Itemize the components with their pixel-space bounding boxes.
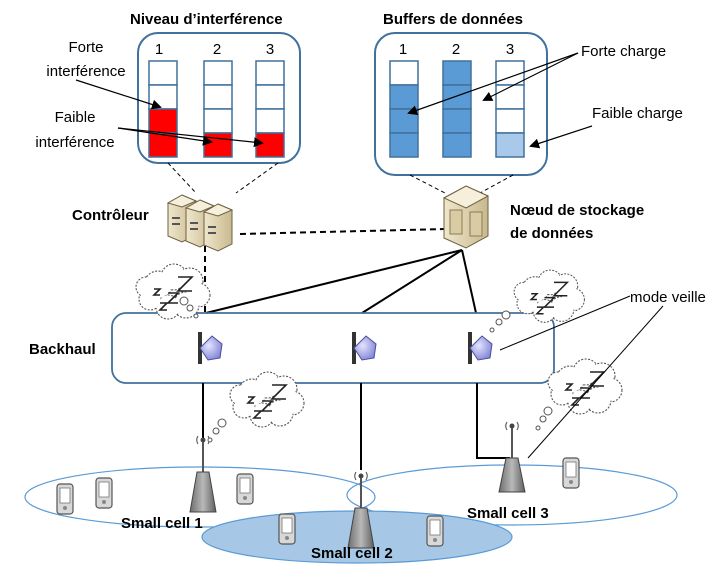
arrow-high-load-1 (407, 52, 579, 116)
label-high-load: Forte charge (581, 43, 666, 60)
user-devices (56, 457, 580, 547)
interference-col-label-3: 3 (266, 41, 274, 58)
interference-bar-2-cell-3 (203, 108, 233, 134)
sleep-cloud-icon (135, 263, 211, 320)
zoom-line-storage-right (479, 174, 514, 194)
backhaul-box (111, 312, 555, 384)
label-high-interference-line1: Forte (68, 39, 103, 56)
cell-1-coverage (24, 466, 376, 528)
interference-bar-2-cell-1 (203, 60, 233, 86)
buffer-panel: Buffers de données 1 2 3 (374, 11, 548, 176)
buffer-bar-3-cell-3 (495, 108, 525, 134)
buffer-bar-1-cell-4 (389, 132, 419, 158)
buffer-col-label-3: 3 (506, 41, 514, 58)
label-low-interference-line2: interférence (35, 134, 114, 151)
storage-link-1 (205, 249, 463, 314)
cell-3-tower-icon (498, 421, 526, 493)
storage-label-line2: de données (510, 225, 593, 242)
storage-node-icon (442, 185, 490, 249)
interference-panel-title: Niveau d’interférence (130, 11, 283, 28)
sleep-cloud-icon (207, 371, 305, 443)
phone-icon (56, 483, 74, 515)
buffer-col-label-1: 1 (399, 41, 407, 58)
storage-link-3 (461, 249, 477, 314)
zoom-line-storage-left (409, 174, 446, 194)
interference-bar-1-cell-3 (148, 108, 178, 134)
interference-col-label-2: 2 (213, 41, 221, 58)
interference-panel: Niveau d’interférence 1 2 3 (130, 11, 301, 164)
buffer-panel-title: Buffers de données (383, 11, 523, 28)
controller-label: Contrôleur (72, 207, 149, 224)
buffer-bar-1-cell-2 (389, 84, 419, 110)
phone-icon (95, 477, 113, 509)
phone-icon (562, 457, 580, 489)
cell-1-tower-icon (189, 435, 217, 513)
sleep-cloud-icon (535, 358, 623, 431)
interference-bars (148, 60, 285, 158)
buffer-bar-2-cell-2 (442, 84, 472, 110)
buffer-col-label-2: 2 (452, 41, 460, 58)
storage-link-2 (361, 249, 463, 314)
controller-servers-icon (166, 194, 234, 252)
interference-bar-2-cell-4 (203, 132, 233, 158)
interference-bar-3-cell-3 (255, 108, 285, 134)
label-high-interference-line2: interférence (46, 63, 125, 80)
buffer-bar-3-cell-1 (495, 60, 525, 86)
label-low-interference-line1: Faible (55, 109, 96, 126)
arrow-high-load-2 (482, 52, 579, 101)
zoom-line-controller-right (235, 162, 279, 194)
sleep-mode-pointer-2 (527, 305, 664, 459)
arrow-low-interference-3 (117, 127, 264, 148)
buffer-bars (389, 60, 525, 158)
buffer-bar-1-cell-3 (389, 108, 419, 134)
interference-bar-3-cell-1 (255, 60, 285, 86)
sleep-mode-label: mode veille (630, 289, 706, 306)
cell-1-label: Small cell 1 (121, 515, 203, 532)
buffer-bar-2-cell-4 (442, 132, 472, 158)
label-low-load: Faible charge (592, 105, 683, 122)
interference-col-label-1: 1 (155, 41, 163, 58)
cell-3-label: Small cell 3 (467, 505, 549, 522)
backhaul-node-1-icon (198, 332, 223, 364)
backhaul-node-3-icon (468, 332, 493, 364)
buffer-bar-3-cell-2 (495, 84, 525, 110)
interference-bar-3-cell-4 (255, 132, 285, 158)
cell-2-tower-icon (347, 471, 375, 549)
cell-2-label: Small cell 2 (311, 545, 393, 562)
interference-bar-1-cell-4 (148, 132, 178, 158)
interference-bar-2-cell-2 (203, 84, 233, 110)
controller-storage-link (239, 228, 447, 235)
cell-3-backhaul-link (476, 383, 510, 459)
interference-bar-3-cell-2 (255, 84, 285, 110)
arrow-low-load (529, 125, 593, 149)
backhaul-node-2-icon (352, 332, 377, 364)
arrow-high-interference (75, 79, 162, 110)
buffer-bar-1-cell-1 (389, 60, 419, 86)
sleep-cloud-icon (489, 269, 585, 333)
buffer-bar-3-cell-4 (495, 132, 525, 158)
phone-icon (426, 515, 444, 547)
sleep-mode-pointer-1 (499, 295, 631, 351)
sleep-clouds (135, 263, 623, 443)
phone-icon (236, 473, 254, 505)
backhaul-label: Backhaul (29, 341, 96, 358)
buffer-bar-2-cell-3 (442, 108, 472, 134)
zoom-line-controller-left (167, 162, 197, 194)
storage-label-line1: Nœud de stockage (510, 202, 644, 219)
interference-bar-1-cell-1 (148, 60, 178, 86)
arrow-low-interference-2 (117, 127, 213, 146)
buffer-bar-2-cell-1 (442, 60, 472, 86)
phone-icon (278, 513, 296, 545)
